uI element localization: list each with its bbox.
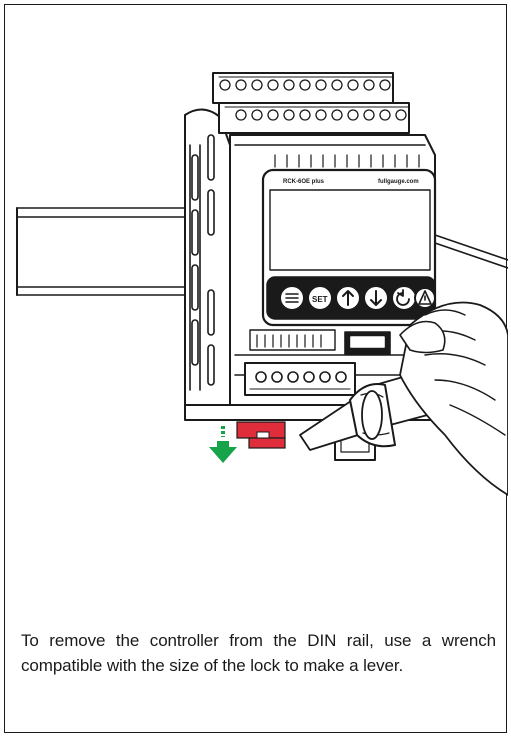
vent-slits bbox=[274, 154, 420, 168]
document-frame: RCK-6OE plus fullgauge.com SET To remove… bbox=[4, 4, 508, 733]
keypad bbox=[266, 276, 436, 320]
set-key-label: SET bbox=[312, 295, 328, 304]
top-terminal-blocks bbox=[212, 72, 410, 134]
din-rail-removal-illustration: RCK-6OE plus fullgauge.com SET bbox=[16, 72, 508, 496]
lower-connectors bbox=[244, 329, 391, 396]
din-lock-latch bbox=[236, 421, 286, 449]
set-button-icon bbox=[307, 285, 333, 311]
instruction-caption: To remove the controller from the DIN ra… bbox=[21, 631, 496, 675]
back-button-icon bbox=[391, 285, 417, 311]
hand bbox=[399, 301, 508, 496]
pull-down-arrow-icon bbox=[209, 426, 237, 463]
website-label: fullgauge.com bbox=[378, 179, 419, 185]
controller-side-panel bbox=[184, 108, 259, 406]
device-model-label: RCK-6OE plus bbox=[283, 179, 325, 185]
